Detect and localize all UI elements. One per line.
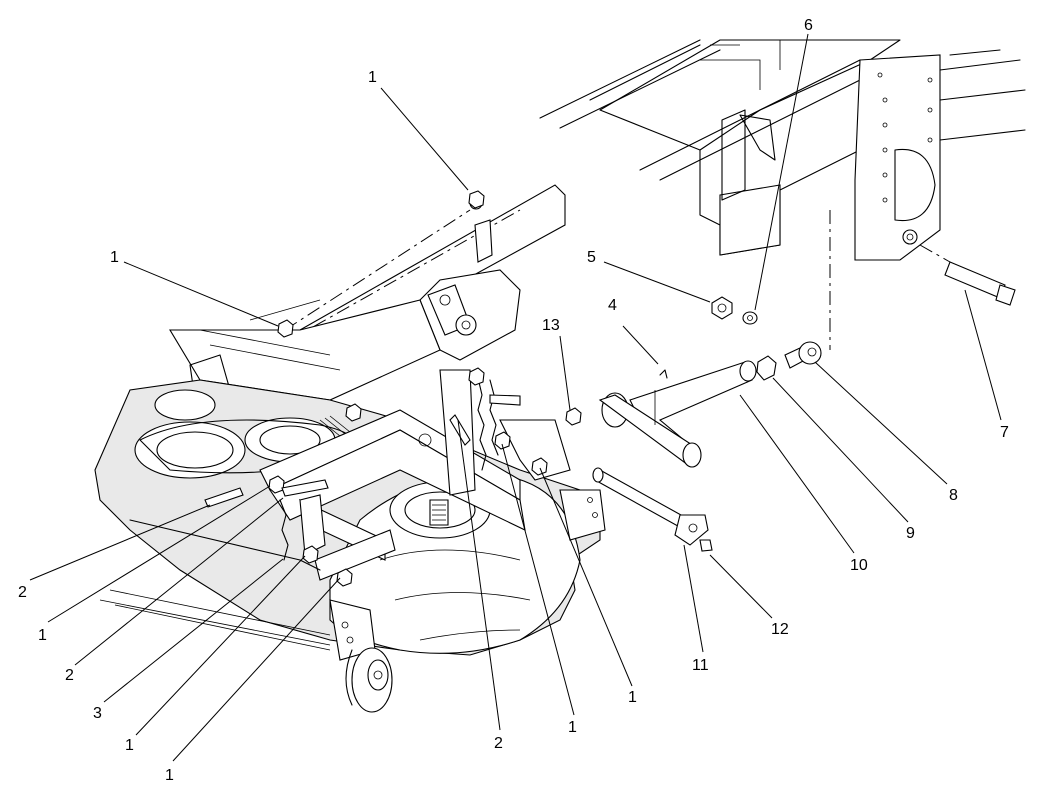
callout-leaders <box>29 33 1002 762</box>
callout-3: 3 <box>93 705 102 722</box>
callout-6: 6 <box>804 17 813 34</box>
bolt-part-7 <box>919 244 1016 306</box>
callout-1-left-b: 1 <box>125 737 134 754</box>
washer-part-6 <box>742 311 758 325</box>
mid-frame-assembly <box>169 184 566 401</box>
mower-deck <box>94 367 606 713</box>
lift-arm-part-10 <box>598 360 757 468</box>
callout-4: 4 <box>608 297 617 314</box>
callout-5: 5 <box>587 249 596 266</box>
callout-11: 11 <box>692 657 709 674</box>
jam-nut-part-9 <box>756 355 777 381</box>
callout-1-bottom-a: 1 <box>568 719 577 736</box>
pivot-pin-part-11 <box>592 467 709 546</box>
nut-part-13 <box>565 407 582 426</box>
callout-1-left-a: 1 <box>38 627 47 644</box>
callout-13: 13 <box>542 317 560 334</box>
callout-1-upper-left: 1 <box>110 249 119 266</box>
callout-9: 9 <box>906 525 915 542</box>
callout-1-left-c: 1 <box>165 767 174 784</box>
bolt-part-12 <box>699 539 713 552</box>
callout-2-left-b: 2 <box>65 667 74 684</box>
callout-10: 10 <box>850 557 868 574</box>
callout-12: 12 <box>771 621 789 638</box>
callout-2-bottom: 2 <box>494 735 503 752</box>
callout-1-top: 1 <box>368 69 377 86</box>
callout-labels: 1 1 6 5 4 13 7 8 9 10 12 11 2 1 2 3 1 1 … <box>18 17 1009 784</box>
callout-7: 7 <box>1000 424 1009 441</box>
callout-2-left-a: 2 <box>18 584 27 601</box>
rod-end-part-8 <box>784 341 822 369</box>
nut-part-5 <box>711 296 733 320</box>
tractor-frame <box>539 39 1026 350</box>
callout-1-bottom-b: 1 <box>628 689 637 706</box>
callout-8: 8 <box>949 487 958 504</box>
